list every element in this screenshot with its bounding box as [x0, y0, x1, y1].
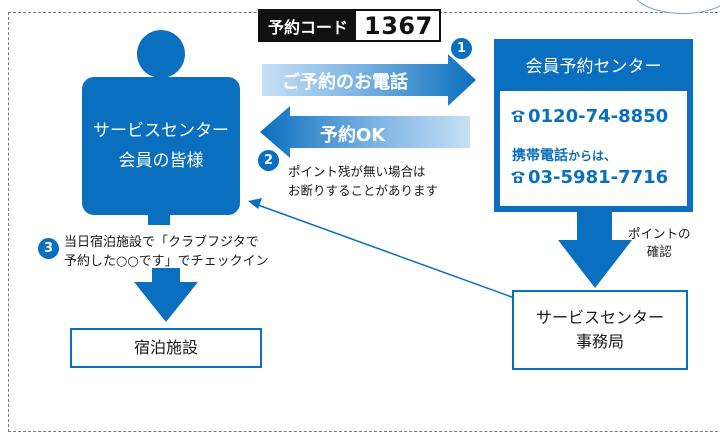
office-box: サービスセンター 事務局 [512, 290, 688, 370]
member-stem [148, 215, 170, 225]
step1-number: 1 [451, 38, 472, 59]
mobile-label: 携帯電話からは、 [512, 145, 616, 165]
phone-icon [511, 110, 525, 122]
step3-number: 3 [38, 238, 59, 259]
checkin-arrow [134, 268, 198, 322]
phone-icon [511, 171, 525, 183]
point-check-note: ポイントの 確認 [628, 225, 691, 261]
office-line2: 事務局 [575, 332, 624, 351]
step2-note-line2: お断りすることがあります [288, 183, 439, 198]
step2-note: ポイント残が無い場合は お断りすることがあります [288, 162, 438, 200]
step3-line2: 予約した○○です」でチェックイン [64, 254, 269, 269]
member-head-icon [137, 30, 185, 78]
member-line2: 会員の皆様 [118, 151, 204, 171]
toll-free-number: 0120-74-8850 [510, 106, 668, 127]
reservation-center-phones: 0120-74-8850 携帯電話からは、 03-5981-7716 [500, 91, 687, 206]
reservation-code-badge: 予約コード 1367 [258, 9, 441, 42]
mobile-number-text: 03-5981-7716 [528, 167, 669, 188]
mobile-label-text: 携帯電話 [512, 148, 568, 164]
step3-note: 当日宿泊施設で「クラブフジタで 予約した○○です」でチェックイン [64, 233, 269, 271]
flow-arrows [134, 54, 632, 322]
mobile-number: 03-5981-7716 [510, 167, 668, 188]
step2-number: 2 [258, 150, 279, 171]
call-arrow [262, 54, 476, 106]
member-box: サービスセンター 会員の皆様 [82, 77, 240, 215]
step3-line1: 当日宿泊施設で「クラブフジタで [64, 235, 259, 250]
step2-label: 予約OK [320, 125, 386, 146]
reservation-code-value: 1367 [364, 11, 433, 40]
point-check-arrow [558, 212, 632, 288]
office-to-member-arrowhead [248, 198, 262, 209]
toll-free-number-text: 0120-74-8850 [528, 106, 669, 127]
member-line1: サービスセンター [93, 121, 229, 141]
facility-label: 宿泊施設 [133, 338, 198, 357]
facility-box: 宿泊施設 [70, 328, 262, 368]
reservation-center-box: 会員予約センター 0120-74-8850 携帯電話からは、 03-5981-7… [494, 39, 693, 212]
step2-note-line1: ポイント残が無い場合は [288, 164, 426, 179]
reservation-center-title: 会員予約センター [525, 57, 662, 77]
office-to-member-line [257, 204, 521, 301]
point-check-line1: ポイントの [628, 226, 691, 241]
mobile-label-suffix: からは、 [568, 149, 617, 163]
step1-label: ご予約のお電話 [282, 72, 408, 93]
confirm-arrow [260, 106, 470, 158]
point-check-line2: 確認 [646, 244, 672, 259]
reservation-code-label: 予約コード [260, 11, 357, 40]
office-line1: サービスセンター [535, 308, 664, 327]
